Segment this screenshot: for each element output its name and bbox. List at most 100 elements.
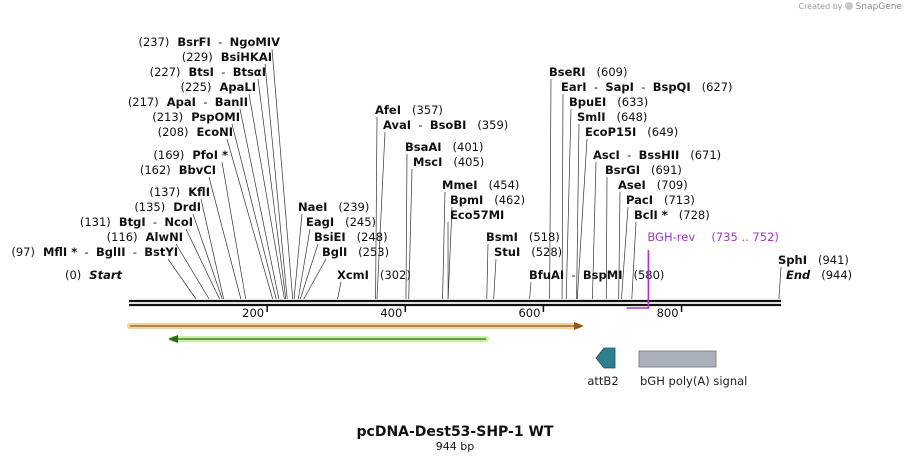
- leader-line-drdi: [192, 213, 223, 300]
- site-label-paci[interactable]: PacI (713): [626, 193, 695, 207]
- site-label-xcmi[interactable]: XcmI (302): [337, 268, 411, 282]
- site-label-bsiei[interactable]: BsiEI (248): [314, 230, 388, 244]
- site-label-bpuei[interactable]: BpuEI (633): [569, 95, 648, 109]
- leader-line-bcli: [631, 221, 637, 300]
- leader-line-pspomi: [231, 123, 277, 300]
- site-label-asei[interactable]: AseI (709): [618, 178, 688, 192]
- site-separator: -: [196, 95, 215, 109]
- site-label-eco57mi[interactable]: Eco57MI: [450, 208, 504, 222]
- site-label-afei[interactable]: AfeI (357): [375, 103, 443, 117]
- site-position: (237): [138, 35, 169, 49]
- site-label-apai[interactable]: (217) ApaI - BanII: [128, 95, 248, 109]
- feature-attb2[interactable]: attB2: [587, 347, 619, 388]
- site-label-avai[interactable]: AvaI - BsoBI (359): [383, 118, 508, 132]
- site-label-asci[interactable]: AscI - BssHII (671): [593, 148, 721, 162]
- site-separator: -: [211, 35, 230, 49]
- tick-label: 200: [242, 306, 264, 320]
- site-enzyme-name: EagI: [306, 215, 334, 229]
- site-enzyme-name: DrdI: [165, 200, 201, 214]
- site-position: (0): [65, 268, 81, 282]
- site-label-bfuai[interactable]: BfuAI - BspMI (580): [529, 268, 664, 282]
- site-position: (462): [483, 193, 525, 207]
- site-enzyme-name: EarI: [561, 80, 587, 94]
- site-label-bsmi[interactable]: BsmI (518): [486, 230, 560, 244]
- site-label-eagi[interactable]: EagI (245): [306, 215, 376, 229]
- site-enzyme-name: BbvCI: [171, 163, 216, 177]
- site-enzyme-name: BtsI: [181, 65, 214, 79]
- site-label-end[interactable]: End (944): [786, 268, 852, 282]
- site-enzyme-name: NaeI: [298, 200, 327, 214]
- site-enzyme-name: BanII: [215, 95, 248, 109]
- site-position: (131): [80, 215, 111, 229]
- site-separator: -: [77, 245, 96, 259]
- site-position: (454): [478, 178, 520, 192]
- site-leader-lines: [167, 48, 782, 300]
- site-position: (941): [807, 253, 849, 267]
- site-label-sphi[interactable]: SphI (941): [778, 253, 849, 267]
- site-label-mmei[interactable]: MmeI (454): [442, 178, 519, 192]
- orange-feature-arrow[interactable]: [127, 322, 584, 330]
- site-position: (225): [181, 80, 212, 94]
- site-label-bsihkai[interactable]: (229) BsiHKAI: [182, 50, 272, 64]
- site-label-pfoi[interactable]: (169) PfoI *: [153, 148, 228, 162]
- site-enzyme-name: BpmI: [450, 193, 483, 207]
- leader-line-asci: [592, 161, 597, 300]
- site-label-bseri[interactable]: BseRI (609): [549, 65, 627, 79]
- site-label-bbvci[interactable]: (162) BbvCI: [140, 163, 216, 177]
- leader-line-kfli: [200, 198, 224, 300]
- site-label-naei[interactable]: NaeI (239): [298, 200, 369, 214]
- site-enzyme-name: SapI: [605, 80, 634, 94]
- site-separator: -: [126, 245, 145, 259]
- site-label-bpmi[interactable]: BpmI (462): [450, 193, 525, 207]
- sequence-title: pcDNA-Dest53-SHP-1 WT: [357, 424, 554, 440]
- site-enzyme-name: ApaI: [159, 95, 196, 109]
- site-label-alwni[interactable]: (116) AlwNI: [107, 230, 183, 244]
- tick-label: 400: [380, 306, 402, 320]
- site-enzyme-name: MflI *: [35, 245, 77, 259]
- site-label-bcli[interactable]: BclI * (728): [634, 208, 710, 222]
- leader-line-afei: [375, 116, 378, 300]
- leader-line-pfoi: [221, 161, 247, 300]
- site-enzyme-name: BtsαI: [233, 65, 266, 79]
- site-position: (580): [623, 268, 665, 282]
- site-label-smli[interactable]: SmlI (648): [577, 110, 647, 124]
- site-label-econi[interactable]: (208) EcoNI: [158, 125, 233, 139]
- leader-line-bsmi: [486, 243, 489, 300]
- green-feature-arrow[interactable]: [168, 335, 489, 343]
- feature-bgh-polya[interactable]: bGH poly(A) signal: [638, 350, 747, 388]
- leader-line-econi: [226, 138, 273, 300]
- site-position: (709): [646, 178, 688, 192]
- site-label-apali[interactable]: (225) ApaLI: [181, 80, 256, 94]
- leader-line-eagi: [297, 228, 311, 300]
- leader-line-bsrgi: [605, 176, 608, 300]
- site-label-msci[interactable]: MscI (405): [413, 155, 484, 169]
- site-enzyme-name: BfuAI: [529, 268, 564, 282]
- site-position: (213): [152, 110, 183, 124]
- site-label-btsi[interactable]: (227) BtsI - BtsαI: [150, 65, 266, 79]
- site-position: (633): [606, 95, 648, 109]
- site-label-pspomi[interactable]: (213) PspOMI: [152, 110, 240, 124]
- site-enzyme-name: BsmI: [486, 230, 518, 244]
- site-enzyme-name: SmlI: [577, 110, 606, 124]
- primer-arrow: [626, 250, 650, 309]
- site-label-start[interactable]: (0) Start: [65, 268, 123, 282]
- site-position: (302): [369, 268, 411, 282]
- site-label-eari[interactable]: EarI - SapI - BspQI (627): [561, 80, 733, 94]
- site-label-bsrgi[interactable]: BsrGI (691): [605, 163, 682, 177]
- site-label-bgli[interactable]: BglI (253): [322, 245, 389, 259]
- site-enzyme-name: AfeI: [375, 103, 401, 117]
- site-label-bsaai[interactable]: BsaAI (401): [405, 140, 483, 154]
- site-label-ecop15i[interactable]: EcoP15I (649): [585, 125, 678, 139]
- site-label-kfli[interactable]: (137) KflI: [149, 185, 210, 199]
- leader-line-xcmi: [337, 281, 342, 300]
- site-label-bsrfi[interactable]: (237) BsrFI - NgoMIV: [138, 35, 280, 49]
- site-enzyme-name: MmeI: [442, 178, 478, 192]
- site-label-stui[interactable]: StuI (528): [494, 245, 562, 259]
- primer-bgh-rev[interactable]: BGH-rev (735 .. 752): [626, 230, 779, 309]
- leader-line-bsiei: [299, 243, 319, 300]
- leader-line-stui: [493, 258, 497, 300]
- site-enzyme-name: EcoP15I: [585, 125, 636, 139]
- site-label-drdi[interactable]: (135) DrdI: [134, 200, 201, 214]
- site-label-btgi[interactable]: (131) BtgI - NcoI: [80, 215, 193, 229]
- site-label-mfli[interactable]: (97) MflI * - BglII - BstYI: [11, 245, 178, 259]
